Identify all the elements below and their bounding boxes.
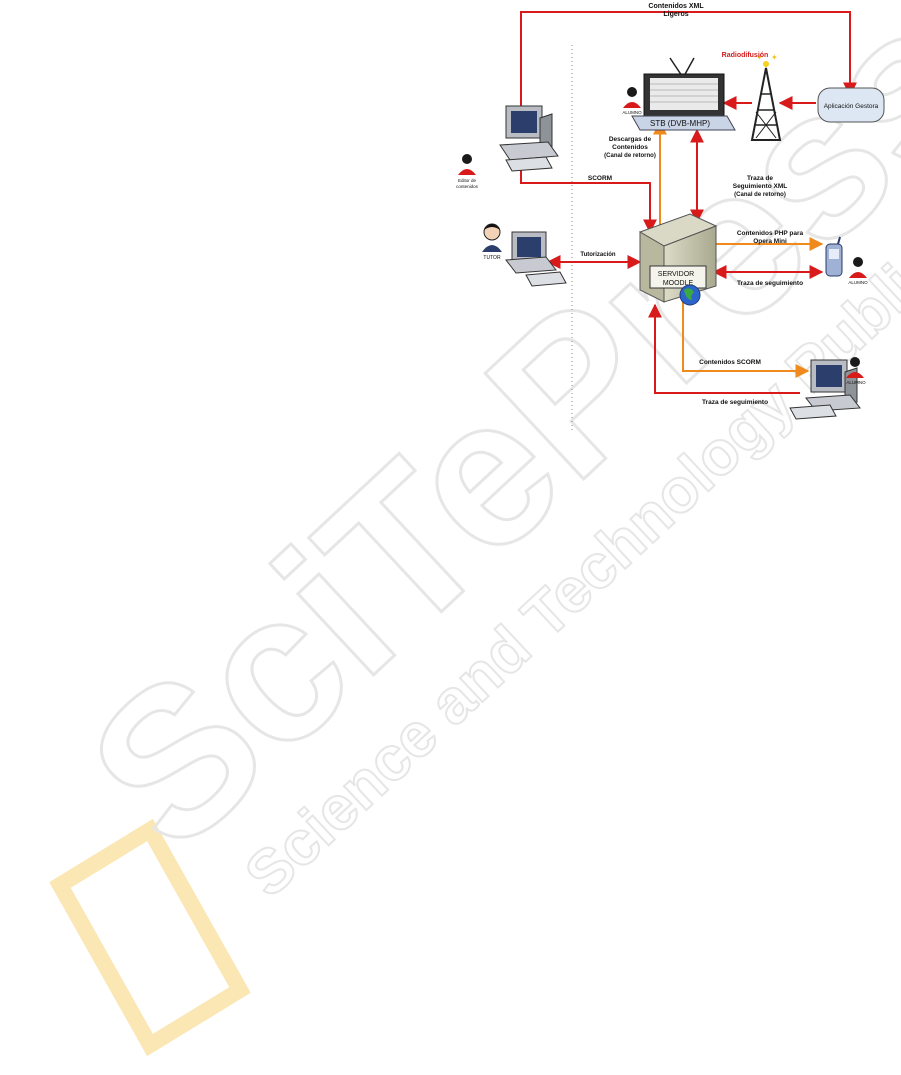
label-traza-mobile: Traza de seguimiento bbox=[737, 280, 803, 287]
label-alumno-pc: ALUMNO bbox=[846, 380, 866, 385]
label-moodle: MOODLE bbox=[663, 280, 694, 287]
person-icon bbox=[458, 154, 476, 175]
diagram-labels: Contenidos XML Ligeros Radiodifusión Apl… bbox=[456, 3, 879, 406]
svg-text:✦: ✦ bbox=[771, 53, 778, 62]
label-aplicacion-gestora: Aplicación Gestora bbox=[824, 103, 879, 110]
person-icon bbox=[846, 357, 864, 378]
label-contenidos-xml-2: Ligeros bbox=[663, 11, 688, 18]
label-php-2: Opera Mini bbox=[753, 238, 787, 245]
label-traza-xml-2: Seguimiento XML bbox=[733, 183, 788, 190]
label-tutorizacion: Tutorización bbox=[580, 252, 616, 258]
mobile-phone-icon bbox=[825, 236, 843, 277]
arrow-contenidos-scorm bbox=[682, 300, 810, 378]
set-top-box-icon bbox=[631, 115, 736, 131]
server-icon bbox=[638, 213, 718, 303]
person-icon bbox=[849, 257, 867, 278]
label-editor-2: contenidos bbox=[456, 184, 479, 189]
television-icon bbox=[643, 57, 725, 117]
watermark-logo-shape bbox=[49, 818, 251, 1057]
person-icon bbox=[482, 223, 502, 252]
arrow-traza-pc bbox=[648, 303, 800, 394]
label-traza-xml-1: Traza de bbox=[747, 175, 773, 182]
arrow-scorm bbox=[520, 165, 657, 234]
label-alumno-mobile: ALUMNO bbox=[848, 280, 868, 285]
connections bbox=[520, 11, 857, 394]
label-tutor: TUTOR bbox=[483, 255, 501, 261]
label-descargas-2: Contenidos bbox=[612, 144, 648, 151]
label-descargas-1: Descargas de bbox=[609, 136, 652, 143]
arrow-contenidos-xml bbox=[520, 11, 857, 108]
label-contenidos-xml: Contenidos XML bbox=[648, 3, 704, 10]
svg-text:✦: ✦ bbox=[756, 53, 763, 62]
desktop-computer-icon bbox=[789, 359, 861, 420]
label-traza-pc: Traza de seguimiento bbox=[702, 399, 768, 406]
desktop-computer-icon bbox=[505, 231, 567, 287]
aplicacion-gestora-box bbox=[817, 87, 885, 123]
label-alumno-tv: ALUMNO bbox=[622, 110, 642, 115]
broadcast-tower-icon: ✦ ✦ bbox=[750, 53, 782, 141]
label-scorm: SCORM bbox=[588, 175, 612, 182]
label-stb: STB (DVB-MHP) bbox=[650, 119, 710, 128]
desktop-computer-icon bbox=[499, 105, 559, 172]
label-radiodifusion: Radiodifusión bbox=[722, 52, 769, 59]
label-editor-1: Editor de bbox=[458, 178, 477, 183]
globe-icon bbox=[679, 284, 701, 306]
label-contenidos-scorm: Contenidos SCORM bbox=[699, 359, 761, 366]
label-servidor: SERVIDOR bbox=[658, 271, 694, 278]
person-icon bbox=[623, 87, 641, 108]
label-php-1: Contenidos PHP para bbox=[737, 230, 804, 237]
label-traza-xml-3: (Canal de retorno) bbox=[734, 192, 786, 198]
label-descargas-3: (Canal de retorno) bbox=[604, 153, 656, 159]
